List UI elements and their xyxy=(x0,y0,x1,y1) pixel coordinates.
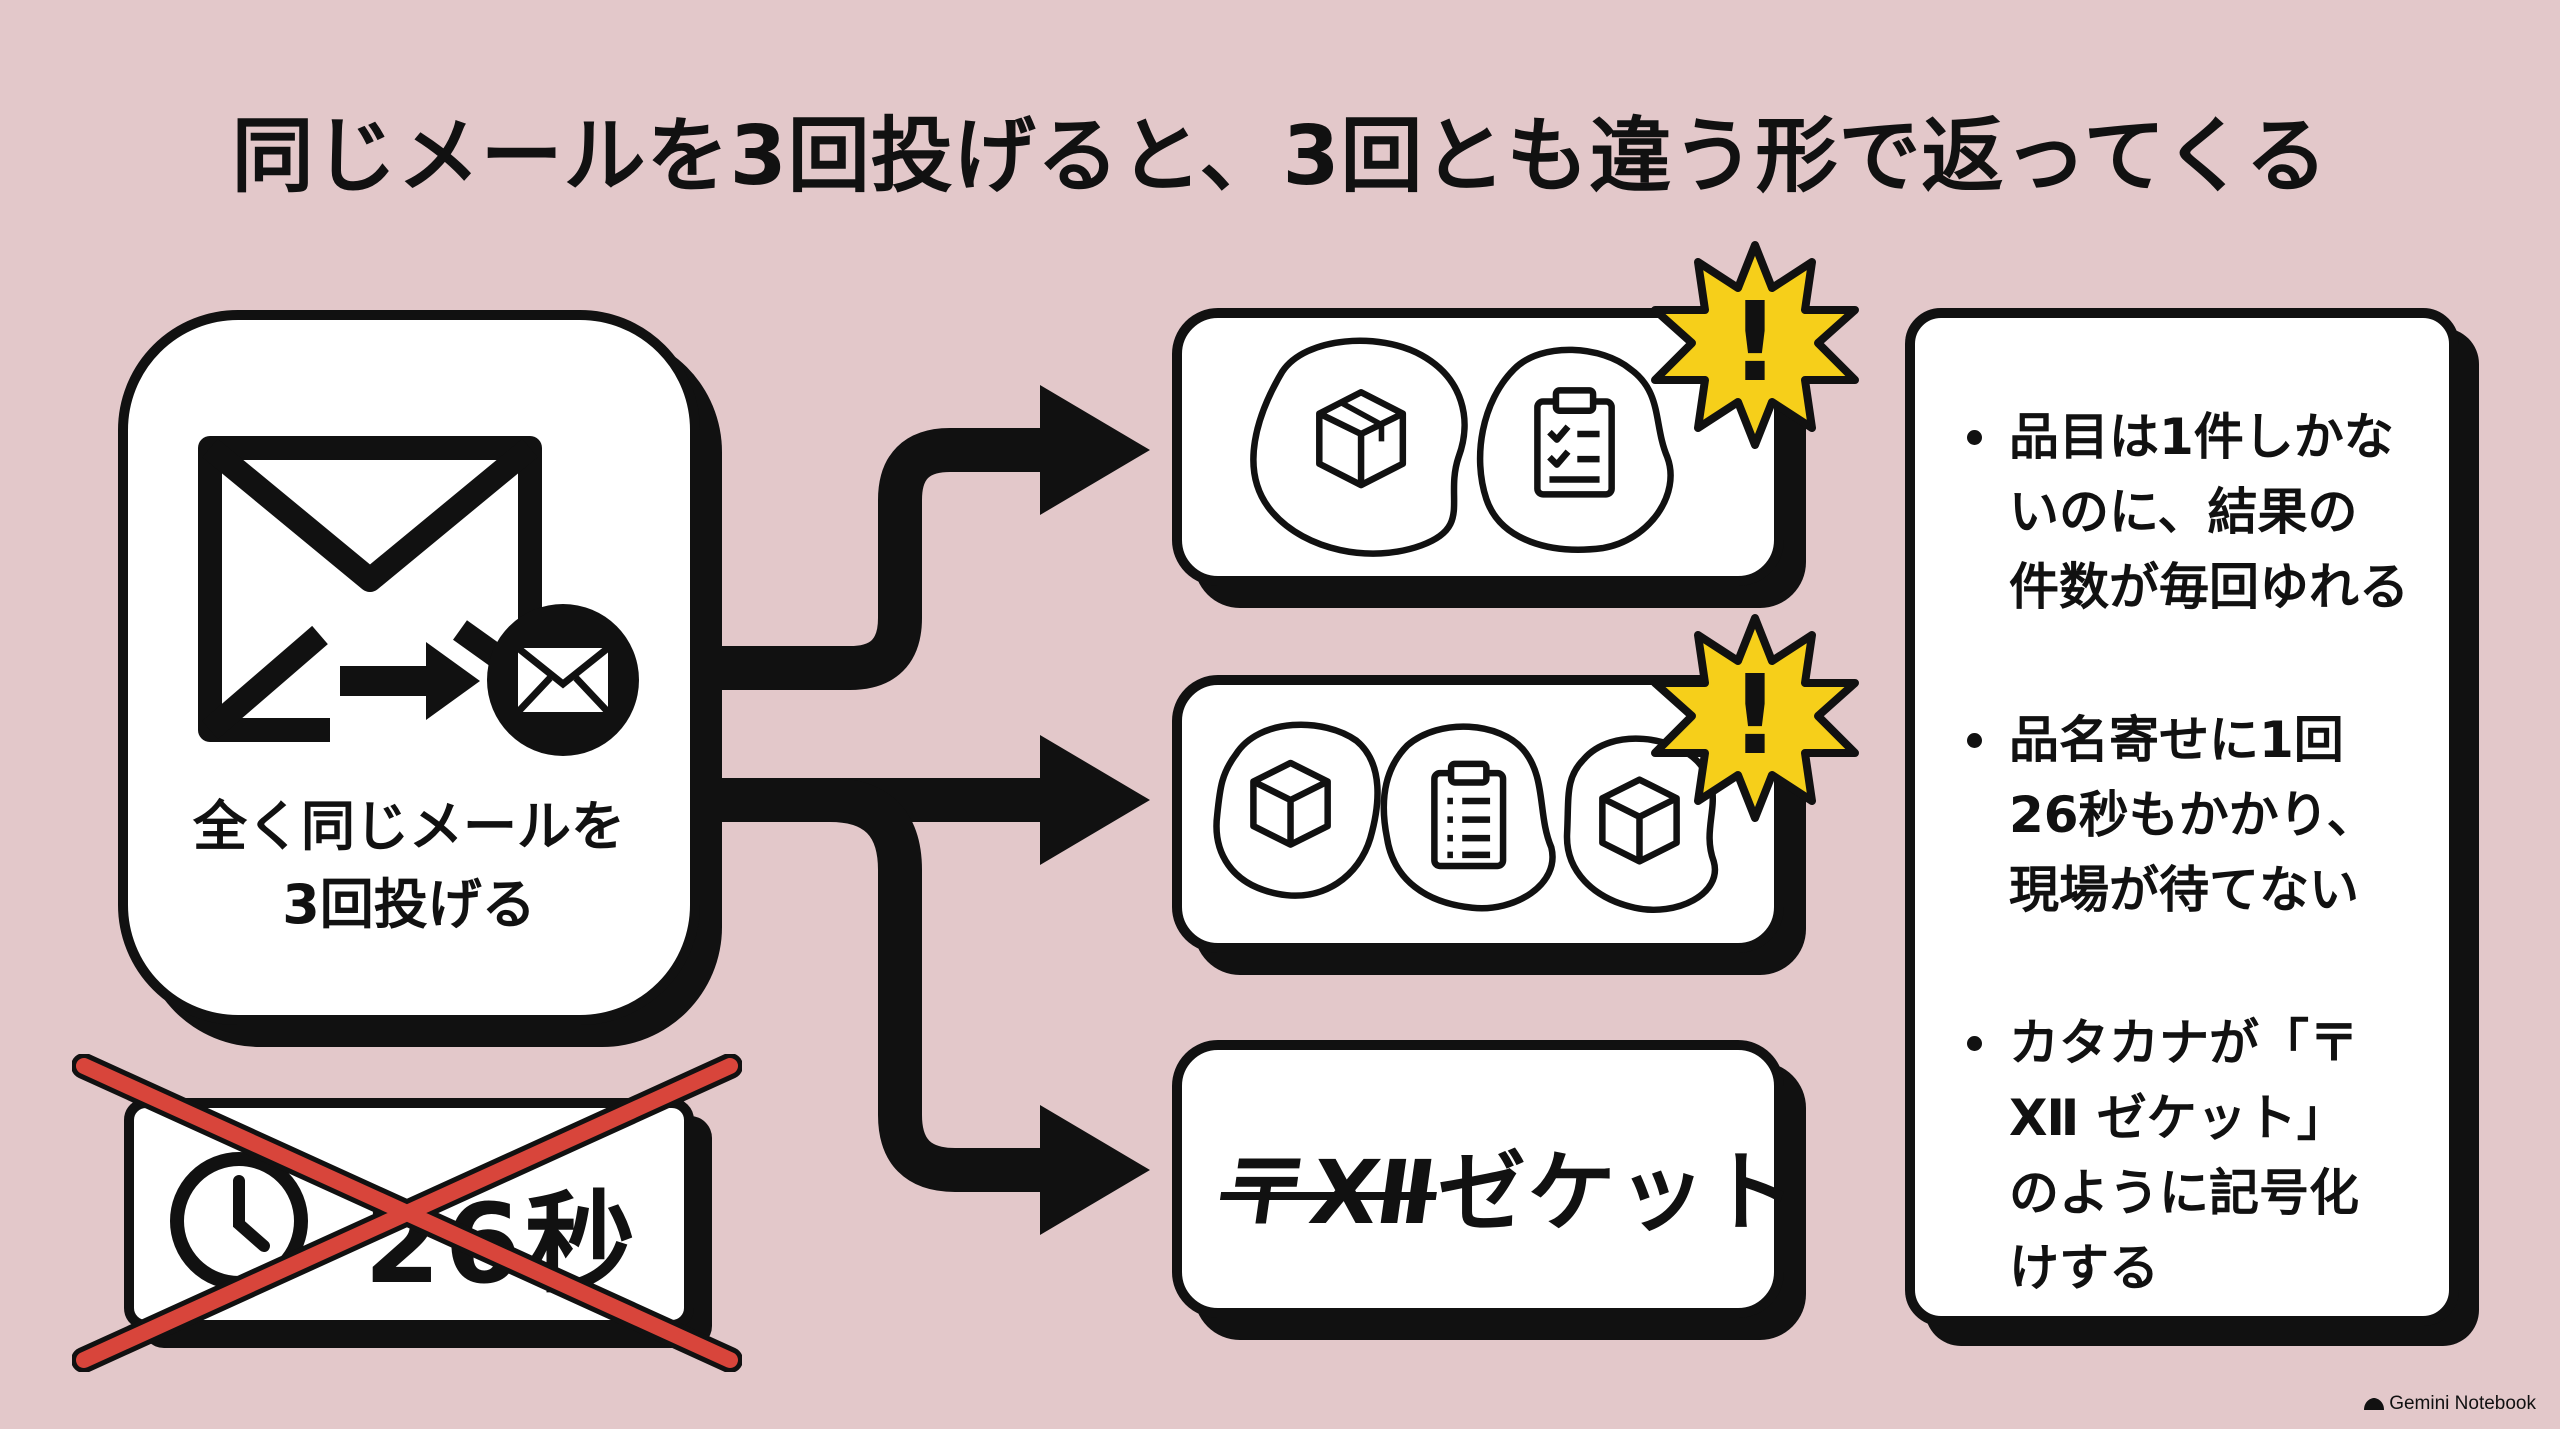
arrowhead-top xyxy=(1040,385,1150,515)
source-card: 全く同じメールを 3回投げる xyxy=(118,310,700,1025)
garbled-katakana-text: 〒Ⅻゼケット xyxy=(1214,1122,1798,1249)
blob-outline xyxy=(1476,346,1674,553)
output-1-icons xyxy=(1250,337,1674,557)
note-item: カタカナが「〒 Ⅻ ゼケット」 のように記号化 けする xyxy=(1967,1006,2437,1306)
warning-burst-icon: ! xyxy=(1651,614,1859,822)
warning-mark: ! xyxy=(1730,651,1780,779)
brand-watermark: Gemini Notebook xyxy=(2363,1393,2536,1415)
blob-outline xyxy=(1380,723,1556,912)
arrowhead-bottom xyxy=(1040,1105,1150,1235)
envelope-icon xyxy=(198,436,639,756)
source-label: 全く同じメールを 3回投げる xyxy=(193,795,625,937)
arrow-path-top xyxy=(700,428,1060,690)
blob-outline xyxy=(1250,337,1468,557)
arrowhead-middle xyxy=(1040,735,1150,865)
box-icon xyxy=(1599,776,1680,865)
brand-logo-icon xyxy=(2364,1397,2385,1410)
note-item: 品名寄せに1回 26秒もかかり、 現場が待てない xyxy=(1967,703,2437,928)
warning-burst-icon: ! xyxy=(1651,241,1859,449)
warning-mark: ! xyxy=(1730,278,1780,406)
garbled-katakana: ゼケット xyxy=(1437,1141,1798,1244)
notes-list: 品目は1件しかな いのに、結果の 件数が毎回ゆれる 品名寄せに1回 26秒もかか… xyxy=(1967,400,2437,1384)
blob-outline xyxy=(1213,721,1381,899)
box-icon xyxy=(1250,759,1331,848)
red-cross-icon xyxy=(72,1054,742,1372)
note-item: 品目は1件しかな いのに、結果の 件数が毎回ゆれる xyxy=(1967,400,2437,625)
small-envelope-icon xyxy=(487,604,639,756)
output-card-3: 〒Ⅻゼケット xyxy=(1172,1040,1796,1318)
clipboard-icon xyxy=(1534,387,1615,498)
brand-label: Gemini Notebook xyxy=(2389,1393,2536,1414)
garbled-symbols: 〒Ⅻ xyxy=(1213,1141,1445,1244)
slide-title: 同じメールを3回投げると、3回とも違う形で返ってくる xyxy=(231,109,2329,204)
list-clipboard-icon xyxy=(1431,760,1507,870)
forward-arrow-icon xyxy=(340,642,480,720)
notes-card: 品目は1件しかな いのに、結果の 件数が毎回ゆれる 品名寄せに1回 26秒もかか… xyxy=(1905,308,2459,1326)
arrow-path-bottom xyxy=(829,778,1060,1192)
box-icon xyxy=(1316,388,1407,489)
